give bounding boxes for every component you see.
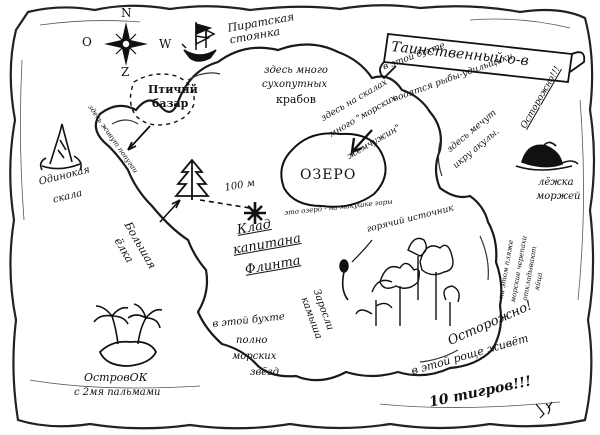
tiger-grove-icon [355,237,460,326]
pirate-ship-icon [181,22,217,62]
crabs-label-2: сухопутных [262,79,328,90]
parrot-bazaar-label-2: базар [152,97,189,110]
spruce-tree-icon [174,158,210,200]
starfish-label-2: полно [236,335,268,346]
walrus-label-2: моржей [536,191,581,202]
walrus-icon [515,141,579,171]
compass-z-label: Z [121,65,130,79]
lake [280,132,387,208]
paper-edge [9,4,596,430]
lake-label: ОЗЕРО [300,167,357,183]
spruce-arrow-icon [159,199,181,223]
compass-w-label: W [159,37,172,51]
author-mark-icon [535,401,553,419]
treasure-x-icon [244,202,266,224]
island-coastline [94,43,503,382]
crabs-label-1: здесь много [264,65,328,76]
pearls-arrow-icon [350,129,373,156]
compass-o-label: O [82,35,92,49]
compass-rose-icon [104,22,148,66]
starfish-label-3: морских [232,351,277,362]
islet-label-1: ОстровОК [84,371,148,384]
lonely-rock-icon [39,123,82,171]
islet-label-2: с 2мя пальмами [74,387,161,398]
title-banner [379,33,586,83]
starfish-label-4: звёзд [250,367,279,378]
compass-n-label: N [121,6,132,20]
parrot-arrow-icon [127,125,151,151]
crabs-label-3: крабов [276,93,316,106]
islet [98,340,158,367]
hot-spring-icon [339,259,349,301]
walrus-label-1: лёжка [538,177,574,188]
parrot-bazaar-label-1: Птичий [148,83,198,96]
